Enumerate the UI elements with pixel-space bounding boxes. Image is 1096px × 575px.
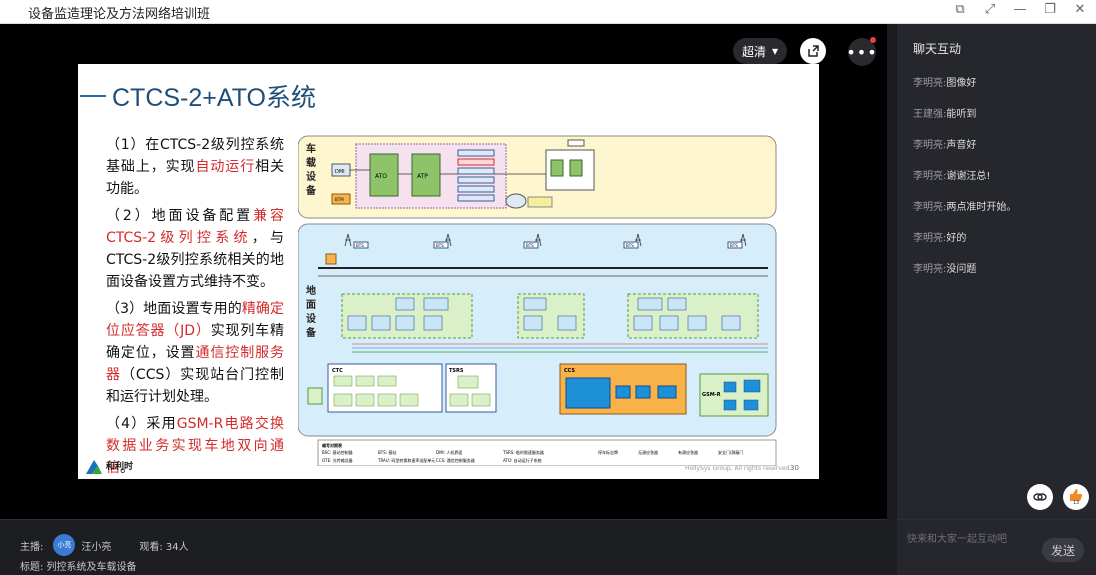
logo-text: 和利时 [105,460,133,472]
bullet-4: （4）采用GSM-R电路交换数据业务实现车地双向通信。 [106,416,284,476]
bts-label-3: BTS [526,243,534,248]
ground-char-4: 备 [305,326,317,339]
chevron-down-icon: ▾ [771,44,779,58]
chat-messages: 李明亮:图像好 王建强:能听到 李明亮:声音好 李明亮:谢谢汪总! 李明亮:两点… [913,74,1016,291]
onboard-char-3: 设 [306,170,316,183]
ccs-label: CCS [564,368,575,374]
bullet-2: （2）地面设备配置兼容CTCS-2级列控系统，与CTCS-2级列控系统相关的地面… [106,208,284,290]
bts-label-5: BTS [730,243,738,248]
restore-down-icon[interactable]: ⧉ [955,2,965,17]
more-button[interactable]: ••• [846,37,878,66]
slide-footer: HollySys Group, All rights reserved [685,465,790,472]
like-button[interactable]: 13 [1063,484,1089,510]
quality-selector[interactable]: 超清 ▾ [733,38,787,64]
link-icon [1033,493,1047,501]
minimize-icon[interactable]: — [1013,2,1027,17]
chat-message: 李明亮:好的 [913,233,967,244]
video-area[interactable]: 超清 ▾ ••• CTCS-2+ATO系统 （1）在CTCS-2级列控系统基础上… [0,24,887,519]
fullscreen-icon[interactable]: ⤢ [984,2,996,17]
legend-item-8: ATO: 自动运行子系统 [503,457,542,463]
logo-icon: 和利时 [86,460,133,474]
host-label: 主播: [20,541,44,553]
tsrs-label: TSRS [449,368,464,374]
host-name: 汪小亮 [81,541,112,553]
slide-bullets: （1）在CTCS-2级列控系统基础上，实现自动运行相关功能。 （2）地面设备配置… [106,134,284,484]
chat-input[interactable]: 快来和大家一起互动吧 [907,534,1007,545]
ground-char-3: 设 [306,312,316,325]
host-info: 主播: 小亮 汪小亮 观看: 34人 [20,534,189,556]
system-diagram: 车 载 设 备 DMI ATO ATP BTM [298,135,777,466]
window-controls: ⧉ ⤢ — ❐ ✕ [952,2,1088,17]
legend-item-5: OTE: 光传输设备 [322,457,353,463]
thumbs-up-icon [1070,489,1083,501]
window-title: 设备监造理论及方法网络培训班 [28,7,211,22]
bts-label-1: BTS [356,243,364,248]
viewer-count: 观看: 34人 [139,541,189,553]
legend-item-1: BSC: 基站控制器 [322,449,353,455]
bullet-1: （1）在CTCS-2级列控系统基础上，实现自动运行相关功能。 [106,137,285,197]
ground-char-2: 面 [306,299,316,311]
legend-item-3: DMI: 人机界面 [436,449,462,455]
bts-label-2: BTS [436,243,444,248]
share-icon [808,45,819,57]
onboard-char-2: 载 [306,156,316,169]
like-count: 13 [1072,500,1080,506]
gsmr-label: GSM-R [702,392,721,398]
atp-block-label: ATP [417,173,428,180]
legend-icon-3: 有源应答器 [678,449,698,455]
chat-message: 李明亮:图像好 [913,78,977,89]
chat-panel: 聊天互动 李明亮:图像好 王建强:能听到 李明亮:声音好 李明亮:谢谢汪总! 李… [897,24,1096,519]
divider [887,24,897,519]
chat-message: 李明亮:声音好 [913,140,977,151]
stream-info-bar: 主播: 小亮 汪小亮 观看: 34人 标题: 列控系统及车载设备 [0,519,887,575]
quality-label: 超清 [741,44,766,59]
legend-title: 缩写对照表 [322,442,342,448]
ato-block-label: ATO [375,173,387,180]
legend-icon-1: 停车标志牌 [598,449,618,455]
legend-item-2: BTS: 基站 [378,449,396,455]
ctc-label: CTC [332,368,343,374]
avatar[interactable]: 小亮 [53,534,76,556]
share-button[interactable] [800,38,826,64]
onboard-char-4: 备 [305,184,317,197]
notification-dot [870,37,876,43]
bullet-3: （3）地面设置专用的精确定位应答器（JD）实现列车精确定位，设置通信控制服务器（… [106,301,285,405]
send-button[interactable]: 发送 [1042,538,1084,562]
title-bar: 设备监造理论及方法网络培训班 ⧉ ⤢ — ❐ ✕ [0,0,1096,24]
legend-icon-2: 无源应答器 [638,449,658,455]
btm-block-label: BTM [335,197,344,202]
hollysys-logo: 和利时 [84,458,162,477]
slide-title: CTCS-2+ATO系统 [112,84,316,112]
legend-item-4: TSRS: 临时限速服务器 [502,449,544,455]
chat-title: 聊天互动 [913,42,962,56]
dmi-block-label: DMI [335,169,345,175]
legend-item-7: CCS: 通信控制服务器 [436,457,475,463]
close-icon[interactable]: ✕ [1074,2,1086,17]
title-accent-line [80,95,106,97]
chat-message: 李明亮:没问题 [913,264,977,275]
stream-topic: 标题: 列控系统及车载设备 [20,562,137,573]
presentation-slide: CTCS-2+ATO系统 （1）在CTCS-2级列控系统基础上，实现自动运行相关… [78,64,819,479]
more-label: ••• [846,42,878,62]
ground-char-1: 地 [306,284,316,297]
bts-label-4: BTS [626,243,634,248]
chat-message: 李明亮:谢谢汪总! [913,171,991,182]
maximize-icon[interactable]: ❐ [1044,2,1056,17]
onboard-char-1: 车 [306,142,316,155]
chat-message: 李明亮:两点准时开始。 [913,202,1017,213]
slide-page-number: 30 [790,464,799,472]
legend-item-6: TRAU: 码型转换和速率适配单元 [377,457,435,463]
legend-icon-4: 安全门/屏蔽门 [718,449,743,455]
link-button[interactable] [1027,484,1053,510]
chat-input-area[interactable]: 快来和大家一起互动吧 发送 [897,519,1096,575]
chat-message: 王建强:能听到 [913,109,977,120]
